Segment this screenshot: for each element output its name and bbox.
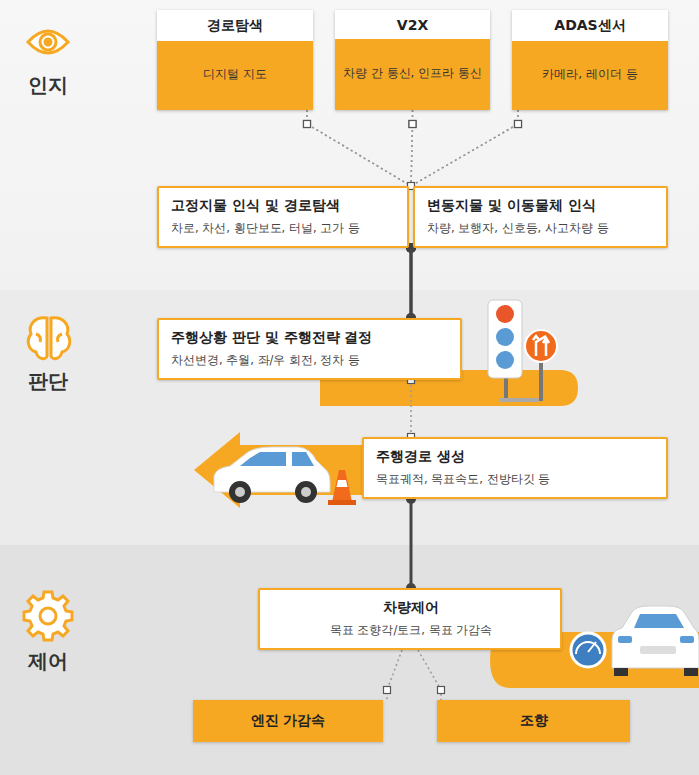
connector bbox=[411, 110, 518, 186]
box-body: 차선변경, 추월, 좌/우 회전, 정차 등 bbox=[171, 353, 450, 368]
connector-marker bbox=[515, 121, 522, 128]
box-heading: 엔진 가감속 bbox=[199, 712, 377, 730]
connector-marker bbox=[304, 121, 311, 128]
box-heading: 조향 bbox=[443, 712, 624, 730]
output-box: 조향 bbox=[437, 700, 630, 742]
box-heading: ADAS센서 bbox=[512, 10, 668, 41]
connector bbox=[410, 380, 412, 437]
brain-icon bbox=[28, 318, 69, 359]
process-box: 변동지물 및 이동물체 인식차량, 보행자, 신호등, 사고차량 등 bbox=[413, 186, 668, 248]
front-car bbox=[612, 606, 699, 676]
connector bbox=[307, 110, 411, 186]
band-perception bbox=[0, 0, 699, 290]
process-box: ADAS센서카메라, 레이더 등 bbox=[512, 10, 668, 110]
box-body: 차량 간 통신, 인프라 통신 bbox=[335, 39, 490, 110]
band-control bbox=[0, 545, 699, 775]
connector bbox=[410, 499, 413, 588]
band-judgement bbox=[0, 290, 699, 545]
connector-marker bbox=[409, 121, 416, 128]
connector-marker bbox=[384, 687, 391, 694]
stage-label: 제어 bbox=[28, 648, 68, 675]
box-body: 카메라, 레이더 등 bbox=[512, 41, 668, 110]
process-box: 주행경로 생성목표궤적, 목표속도, 전방타깃 등 bbox=[362, 437, 668, 499]
box-body: 차로, 차선, 횡단보도, 터널, 고가 등 bbox=[171, 221, 397, 236]
box-body: 디지털 지도 bbox=[157, 41, 313, 110]
gear-icon bbox=[24, 592, 72, 640]
box-heading: 주행상황 판단 및 주행전략 결정 bbox=[171, 329, 450, 347]
process-box: 고정지물 인식 및 경로탐색차로, 차선, 횡단보도, 터널, 고가 등 bbox=[157, 186, 409, 248]
car-illustration bbox=[214, 447, 330, 503]
stage-label: 인지 bbox=[28, 72, 68, 99]
connector-marker bbox=[515, 121, 522, 128]
box-heading: 경로탐색 bbox=[157, 10, 313, 41]
process-box: V2X차량 간 통신, 인프라 통신 bbox=[335, 10, 490, 110]
stage-label: 판단 bbox=[28, 368, 68, 395]
box-heading: V2X bbox=[335, 10, 490, 39]
connector-marker bbox=[304, 121, 311, 128]
box-body: 목표 조향각/토크, 목표 가감속 bbox=[272, 623, 550, 638]
process-box: 경로탐색디지털 지도 bbox=[157, 10, 313, 110]
output-box: 엔진 가감속 bbox=[193, 700, 383, 742]
box-heading: 주행경로 생성 bbox=[376, 448, 656, 466]
turn-sign bbox=[525, 330, 557, 401]
process-box: 차량제어목표 조향각/토크, 목표 가감속 bbox=[258, 588, 562, 650]
box-heading: 차량제어 bbox=[272, 599, 550, 617]
connector bbox=[307, 110, 411, 186]
connector-marker bbox=[409, 121, 416, 128]
traffic-cone bbox=[328, 470, 356, 505]
connector-marker bbox=[438, 687, 445, 694]
connector bbox=[411, 110, 518, 186]
connector bbox=[410, 248, 413, 318]
connector bbox=[410, 248, 413, 318]
box-heading: 변동지물 및 이동물체 인식 bbox=[427, 197, 656, 215]
box-body: 목표궤적, 목표속도, 전방타깃 등 bbox=[376, 472, 656, 487]
eye-icon bbox=[28, 31, 68, 53]
box-heading: 고정지물 인식 및 경로탐색 bbox=[171, 197, 397, 215]
box-body: 차량, 보행자, 신호등, 사고차량 등 bbox=[427, 221, 656, 236]
process-box: 주행상황 판단 및 주행전략 결정차선변경, 추월, 좌/우 회전, 정차 등 bbox=[157, 318, 462, 380]
speedometer bbox=[571, 633, 605, 667]
